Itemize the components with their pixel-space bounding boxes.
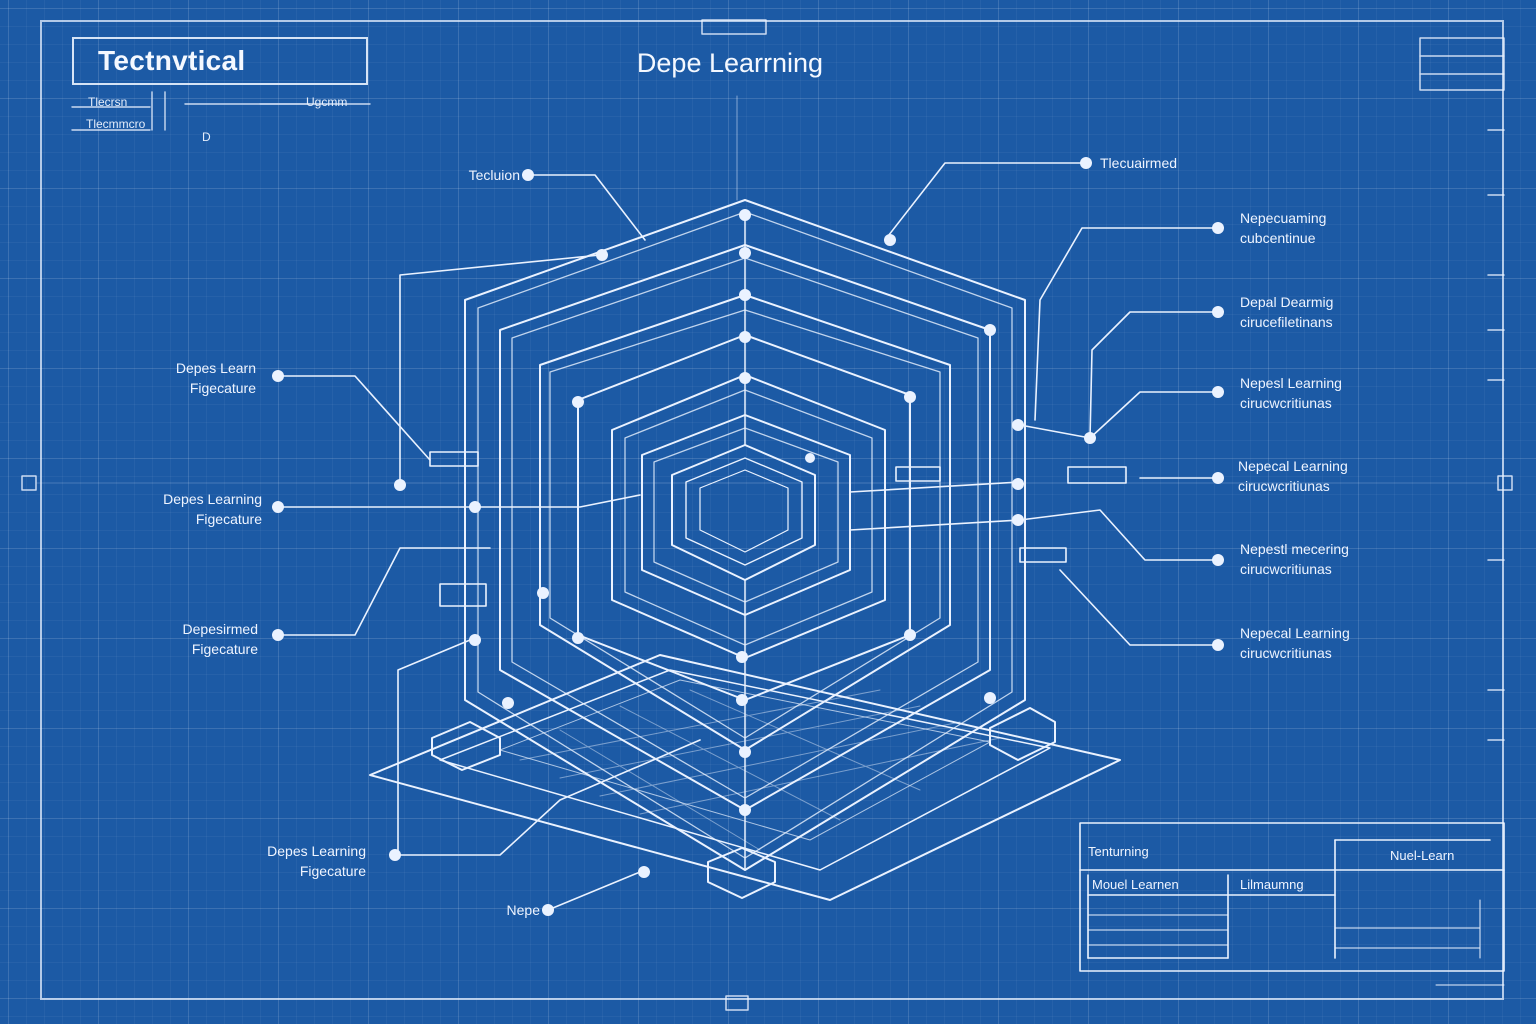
header-sub-label-1: Tlecrsn	[88, 95, 128, 109]
right-callout-1-line2: cubcentinue	[1240, 230, 1316, 246]
right-callout-6: Nepecal Learning cirucwcritiunas	[1240, 623, 1350, 663]
right-callout-4: Nepecal Learning cirucwcritiunas	[1238, 456, 1348, 496]
node-dots	[272, 157, 1224, 916]
right-callout-5: Nepestl mecering cirucwcritiunas	[1240, 539, 1349, 579]
left-callout-4-line1: Depes Learning	[267, 843, 366, 859]
page-title: Depe Learrning	[636, 48, 824, 78]
right-callout-2-line2: cirucefiletinans	[1240, 314, 1333, 330]
left-callout-1-line1: Depes Learn	[175, 360, 256, 376]
top-left-callout: Tecluion	[468, 167, 520, 183]
right-callout-3: Nepesl Learning cirucwcritiunas	[1240, 373, 1342, 413]
left-callout-1: Depes Learn Figecature	[140, 358, 256, 398]
left-callout-leaders	[277, 254, 701, 856]
top-right-callout: Tlecuairmed	[1100, 155, 1178, 171]
right-callout-5-line2: cirucwcritiunas	[1240, 561, 1332, 577]
title-block-cell-2: Lilmaumng	[1240, 877, 1304, 892]
left-callout-2: Depes Learning Figecature	[140, 489, 262, 529]
right-callout-1-line1: Nepecuaming	[1240, 210, 1327, 226]
right-callout-4-line2: cirucwcritiunas	[1238, 478, 1330, 494]
title-box-text: Tectnvtical	[98, 45, 246, 76]
hexagon-core	[671, 444, 816, 581]
right-callout-leaders	[849, 227, 1219, 646]
right-callout-2-line1: Depal Dearmig	[1240, 294, 1334, 310]
right-callout-5-line1: Nepestl mecering	[1240, 541, 1349, 557]
header-rule-lines	[71, 91, 371, 131]
header-sub-label-3: Ugcmm	[306, 95, 348, 109]
pedestal-blocks	[431, 707, 1056, 899]
base-plate	[369, 654, 1121, 901]
left-callout-4: Depes Learning Figecature	[230, 841, 366, 881]
right-callout-4-line1: Nepecal Learning	[1238, 458, 1348, 474]
left-callout-3: Depesirmed Figecature	[140, 619, 258, 659]
right-callout-2: Depal Dearmig cirucefiletinans	[1240, 292, 1333, 332]
top-callout-leaders	[527, 162, 1087, 911]
connector-boxes	[429, 451, 1127, 607]
title-block-header-left: Tenturning	[1088, 844, 1149, 859]
right-callout-1: Nepecuaming cubcentinue	[1240, 208, 1326, 248]
left-callout-3-line2: Figecature	[191, 641, 258, 657]
title-box: Tectnvtical	[72, 37, 368, 85]
left-callout-1-line2: Figecature	[189, 380, 256, 396]
right-callout-6-line2: cirucwcritiunas	[1240, 645, 1332, 661]
right-callout-3-line2: cirucwcritiunas	[1240, 395, 1332, 411]
header-sub-label-2: Tlecmmcro	[86, 117, 146, 131]
title-block-header-right: Nuel-Learn	[1390, 848, 1455, 863]
right-callout-3-line1: Nepesl Learning	[1240, 375, 1342, 391]
title-block-cell-1: Mouel Learnen	[1092, 877, 1179, 892]
header-sub-label-4: D	[202, 130, 211, 144]
left-callout-3-line1: Depesirmed	[182, 621, 258, 637]
hexagon-layer-5	[611, 374, 886, 659]
title-block-lines	[1079, 822, 1505, 986]
left-callout-2-line2: Figecature	[195, 511, 262, 527]
left-callout-2-line1: Depes Learning	[163, 491, 262, 507]
left-callout-4-line2: Figecature	[299, 863, 366, 879]
right-callout-6-line1: Nepecal Learning	[1240, 625, 1350, 641]
sheet-tick-marks	[21, 19, 1513, 1011]
drawing-frame	[40, 20, 1504, 1000]
bottom-center-callout: Nepe	[506, 902, 540, 918]
